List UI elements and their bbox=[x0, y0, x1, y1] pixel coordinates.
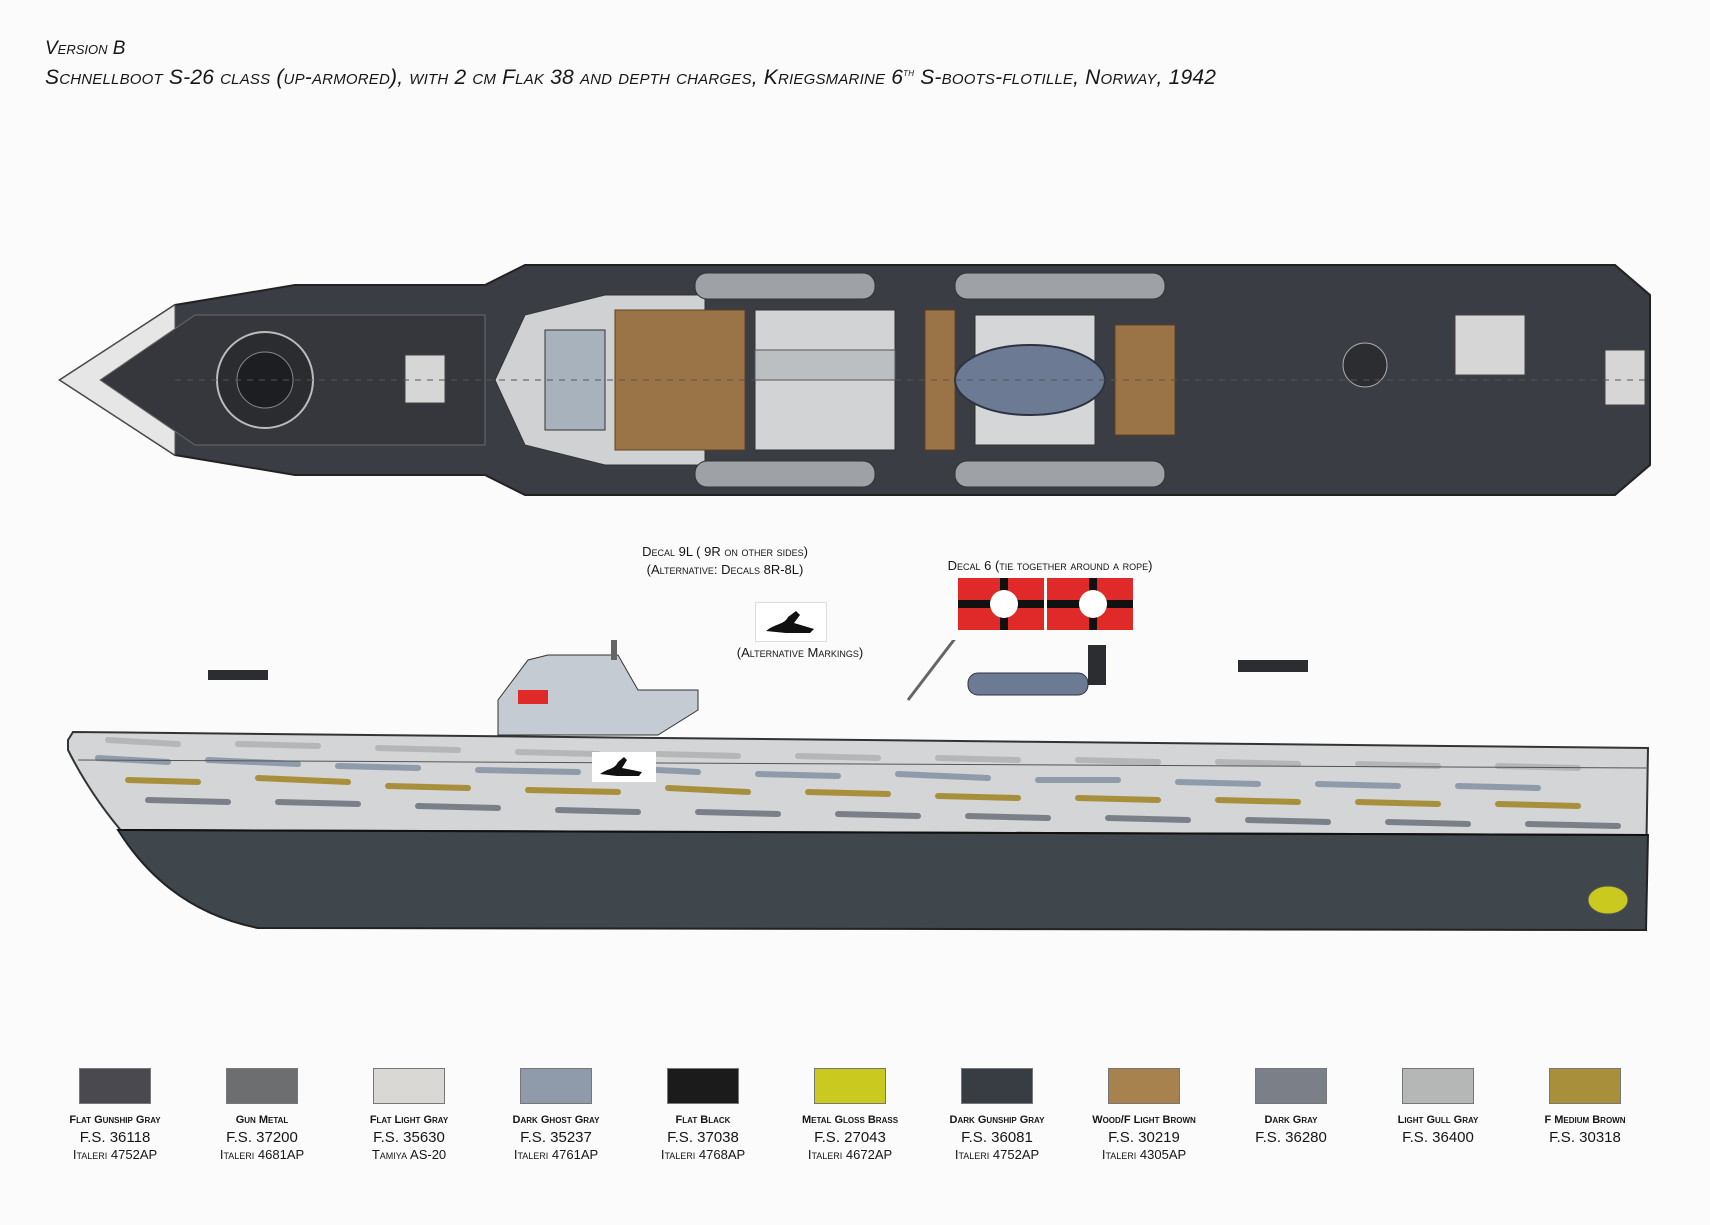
top-aft-hatch bbox=[1454, 314, 1526, 376]
swatch-code: Italeri 4672AP bbox=[807, 1147, 893, 1162]
top-charges-fwd bbox=[754, 349, 896, 381]
swatch-name: Wood/F Light Brown bbox=[1092, 1114, 1196, 1126]
top-torpedo-port bbox=[694, 272, 876, 300]
swatch-6: Dark Gunship Gray F.S. 36081 Italeri 475… bbox=[922, 1068, 1072, 1162]
swatch-fs: F.S. 36081 bbox=[961, 1129, 1033, 1146]
side-mg-fwd bbox=[208, 670, 268, 680]
top-hatch-fwd bbox=[404, 354, 446, 404]
side-propeller bbox=[1587, 885, 1629, 915]
side-vent bbox=[1088, 645, 1106, 685]
top-torpedo-port-2 bbox=[954, 272, 1166, 300]
side-rubbing-strake bbox=[77, 759, 1649, 769]
flag-left bbox=[958, 578, 1044, 630]
swatch-name: Gun Metal bbox=[235, 1114, 289, 1126]
swatch-fs: F.S. 36400 bbox=[1402, 1129, 1474, 1146]
war-ensign-flags bbox=[958, 578, 1133, 630]
swatch-chip bbox=[1108, 1068, 1180, 1104]
swatch-chip bbox=[1549, 1068, 1621, 1104]
side-aerial bbox=[906, 640, 956, 701]
top-torpedo-stbd bbox=[694, 460, 876, 488]
swatch-9: Light Gull Gray F.S. 36400 bbox=[1363, 1068, 1513, 1146]
side-mg-aft bbox=[1238, 660, 1308, 672]
swatch-8: Dark Gray F.S. 36280 bbox=[1216, 1068, 1366, 1146]
boat-top-view bbox=[58, 264, 1651, 496]
side-dinghy bbox=[967, 672, 1089, 696]
swatch-0: Flat Gunship Gray F.S. 36118 Italeri 475… bbox=[40, 1068, 190, 1162]
swatch-code: Italeri 4681AP bbox=[219, 1147, 305, 1162]
swatch-4: Flat Black F.S. 37038 Italeri 4768AP bbox=[628, 1068, 778, 1162]
side-hull-lower bbox=[116, 828, 1650, 932]
swatch-code: Italeri 4305AP bbox=[1101, 1147, 1187, 1162]
swatch-name: Metal Gloss Brass bbox=[801, 1114, 899, 1126]
swatch-chip bbox=[373, 1068, 445, 1104]
swatch-chip bbox=[1402, 1068, 1474, 1104]
swatch-2: Flat Light Gray F.S. 35630 Tamiya AS-20 bbox=[334, 1068, 484, 1162]
swatch-chip bbox=[226, 1068, 298, 1104]
top-aft-gun bbox=[1342, 342, 1388, 388]
swatch-name: Dark Ghost Gray bbox=[512, 1114, 600, 1126]
swatch-name: Dark Gunship Gray bbox=[949, 1114, 1045, 1126]
header: Version B Schnellboot S-26 class (up-arm… bbox=[45, 38, 1216, 90]
swatch-fs: F.S. 35237 bbox=[520, 1129, 592, 1146]
decal-9-callout: Decal 9L ( 9R on other sides) (Alternati… bbox=[610, 543, 840, 579]
swatch-fs: F.S. 37200 bbox=[226, 1129, 298, 1146]
swatch-code: Italeri 4768AP bbox=[660, 1147, 746, 1162]
swatch-fs: F.S. 27043 bbox=[814, 1129, 886, 1146]
swatch-7: Wood/F Light Brown F.S. 30219 Italeri 43… bbox=[1069, 1068, 1219, 1162]
swatch-fs: F.S. 30219 bbox=[1108, 1129, 1180, 1146]
subtitle-main: Schnellboot S-26 class (up-armored), wit… bbox=[45, 66, 904, 89]
swatch-fs: F.S. 36280 bbox=[1255, 1129, 1327, 1146]
swatch-3: Dark Ghost Gray F.S. 35237 Italeri 4761A… bbox=[481, 1068, 631, 1162]
side-mast bbox=[611, 640, 617, 660]
swatch-fs: F.S. 30318 bbox=[1549, 1129, 1621, 1146]
swatch-name: Dark Gray bbox=[1264, 1114, 1318, 1126]
side-camo bbox=[95, 737, 1621, 829]
hull-emblem-decal bbox=[592, 752, 656, 782]
swatch-chip bbox=[961, 1068, 1033, 1104]
top-aft-hatch-2 bbox=[1604, 349, 1646, 406]
swatch-chip bbox=[520, 1068, 592, 1104]
swatch-chip bbox=[667, 1068, 739, 1104]
swatch-5: Metal Gloss Brass F.S. 27043 Italeri 467… bbox=[775, 1068, 925, 1162]
swatch-chip bbox=[814, 1068, 886, 1104]
swatch-chip bbox=[79, 1068, 151, 1104]
swatch-10: F Medium Brown F.S. 30318 bbox=[1510, 1068, 1660, 1146]
swatch-code: Italeri 4752AP bbox=[72, 1147, 158, 1162]
alternative-markings-label: (Alternative Markings) bbox=[736, 645, 864, 660]
swatch-name: Light Gull Gray bbox=[1397, 1114, 1479, 1126]
swatch-code: Tamiya AS-20 bbox=[371, 1147, 447, 1162]
side-bridge bbox=[497, 654, 699, 736]
flag-right bbox=[1047, 578, 1133, 630]
boat-side-view bbox=[67, 640, 1650, 932]
swatch-name: Flat Light Gray bbox=[369, 1114, 449, 1126]
alternative-marking-icon bbox=[755, 602, 827, 642]
swatch-fs: F.S. 35630 bbox=[373, 1129, 445, 1146]
swatch-code: Italeri 4752AP bbox=[954, 1147, 1040, 1162]
top-wood-deck-2 bbox=[924, 309, 956, 451]
subtitle: Schnellboot S-26 class (up-armored), wit… bbox=[45, 66, 1216, 90]
swatch-1: Gun Metal F.S. 37200 Italeri 4681AP bbox=[187, 1068, 337, 1162]
subtitle-tail: S-boots-flotille, Norway, 1942 bbox=[914, 66, 1217, 89]
side-bridge-red bbox=[518, 690, 548, 704]
swatch-code: Italeri 4761AP bbox=[513, 1147, 599, 1162]
decal-9-line2: (Alternative: Decals 8R-8L) bbox=[646, 562, 804, 577]
swatch-name: F Medium Brown bbox=[1544, 1114, 1626, 1126]
swatch-name: Flat Gunship Gray bbox=[69, 1114, 161, 1126]
version-label: Version B bbox=[45, 38, 126, 59]
decal-9-line1: Decal 9L ( 9R on other sides) bbox=[642, 544, 808, 559]
swatch-fs: F.S. 37038 bbox=[667, 1129, 739, 1146]
subtitle-sup: th bbox=[903, 67, 915, 79]
paint-legend: Flat Gunship Gray F.S. 36118 Italeri 475… bbox=[40, 1068, 1680, 1188]
swatch-chip bbox=[1255, 1068, 1327, 1104]
swatch-name: Flat Black bbox=[675, 1114, 731, 1126]
decal-6-callout: Decal 6 (tie together around a rope) bbox=[947, 558, 1153, 573]
swatch-fs: F.S. 36118 bbox=[79, 1129, 151, 1146]
top-torpedo-stbd-2 bbox=[954, 460, 1166, 488]
side-waterline bbox=[117, 829, 1649, 836]
